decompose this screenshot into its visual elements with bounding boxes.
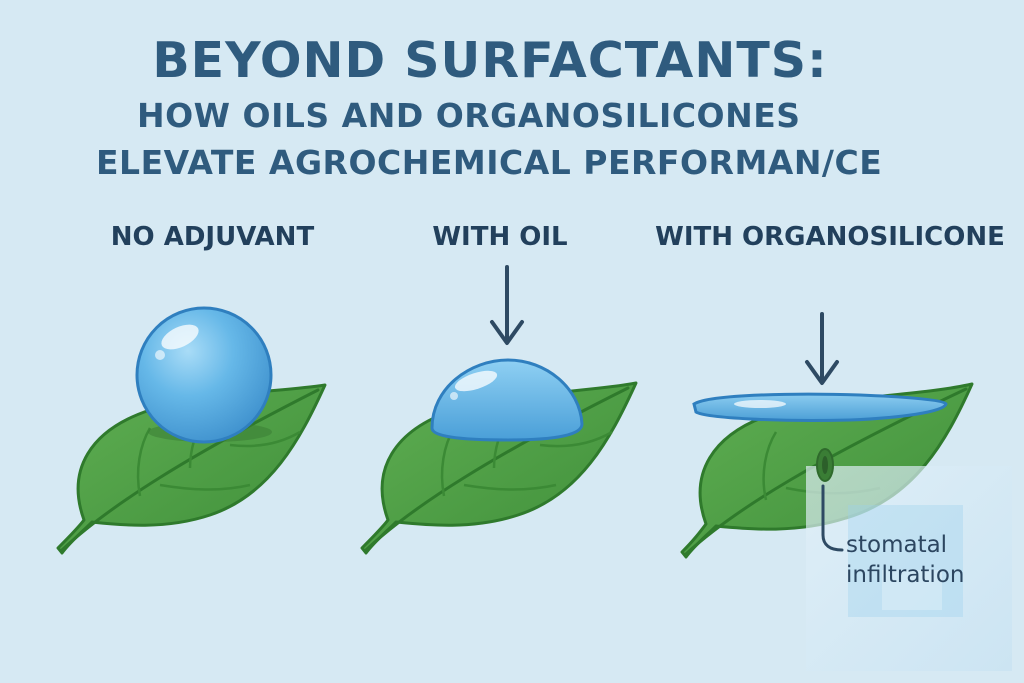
inset-panel xyxy=(806,466,1012,671)
panel-label-with-oil: WITH OIL xyxy=(432,222,568,252)
page-title: BEYOND SURFACTANTS: xyxy=(152,32,828,89)
callout-line xyxy=(821,484,844,552)
arrow-down-icon xyxy=(490,265,524,345)
arrow-down-icon xyxy=(805,312,839,385)
droplet-film xyxy=(692,392,948,423)
panel-label-with-organosilicone: WITH ORGANOSILICONE xyxy=(655,222,1005,252)
callout-stomatal-infiltration: stomatal infiltration xyxy=(846,530,964,590)
subtitle-line-2: ELEVATE AGROCHEMICAL PERFORMAN/CE xyxy=(96,143,883,182)
callout-line-1: stomatal xyxy=(846,532,948,558)
callout-line-2: infiltration xyxy=(846,562,965,588)
panel-label-no-adjuvant: NO ADJUVANT xyxy=(110,222,315,252)
subtitle-line-1: HOW OILS AND ORGANOSILICONES xyxy=(137,96,801,135)
stoma-icon xyxy=(816,448,834,482)
droplet-dome xyxy=(430,358,584,442)
droplet-spherical xyxy=(135,306,273,444)
